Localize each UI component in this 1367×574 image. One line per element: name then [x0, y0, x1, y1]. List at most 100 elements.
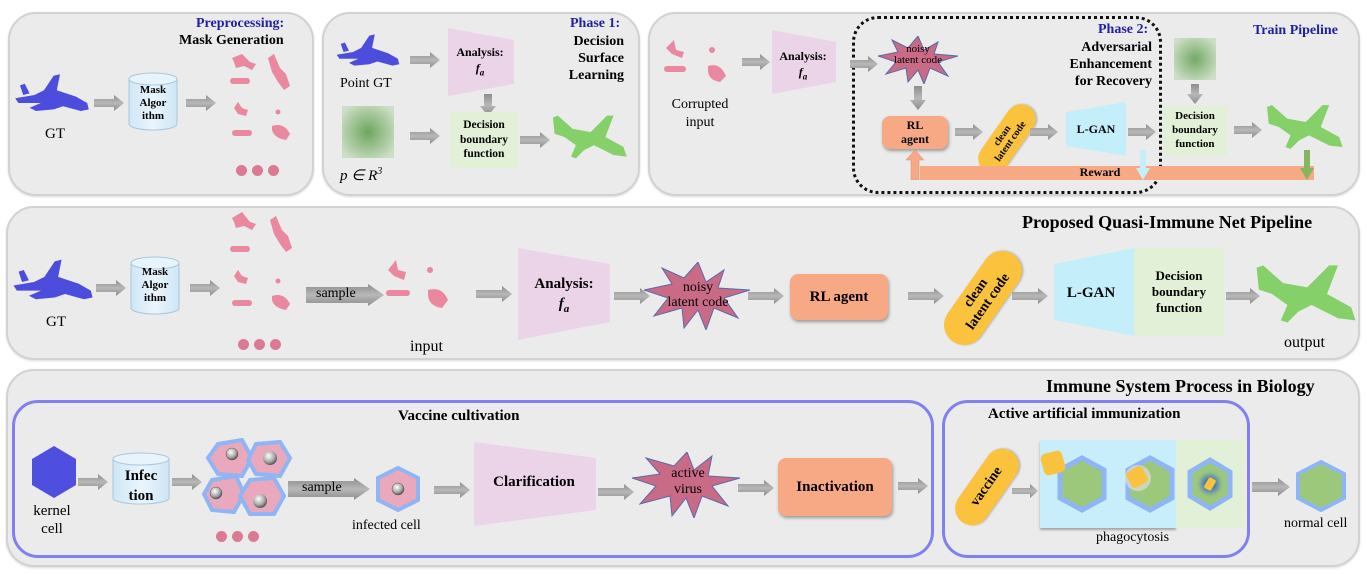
- analysis-fn: f: [558, 296, 564, 312]
- input-label: input: [410, 338, 443, 355]
- analysis-title: Analysis:: [779, 49, 827, 63]
- infected-cell-label: infected cell: [352, 518, 421, 533]
- arrow-right-icon: [748, 288, 784, 304]
- arrow-right-icon: [172, 474, 202, 490]
- gt-label: GT: [46, 314, 66, 330]
- point-gt-label: Point GT: [340, 76, 392, 91]
- vaccine-cultivation-title: Vaccine cultivation: [398, 408, 520, 424]
- arrow-right-icon: [78, 474, 108, 490]
- ellipsis-dots-icon: [236, 163, 279, 181]
- arrow-right-icon: [614, 288, 650, 304]
- analysis-title: Analysis:: [534, 276, 594, 292]
- active-immunization-frame: [942, 400, 1250, 558]
- arrow-right-icon: [955, 124, 983, 140]
- phase2-subtitle: Adversarial Enhancement for Recovery: [1060, 39, 1152, 90]
- noisy-line: noisy: [906, 43, 930, 55]
- clarification-trapezoid-shape: [474, 442, 596, 526]
- phagocytosis-label: phagocytosis: [1096, 530, 1170, 545]
- ellipsis-dots-icon: [216, 529, 259, 547]
- mask-generation-title: Mask Generation: [179, 33, 284, 48]
- phagocytosis-cells-icon: [1040, 450, 1233, 513]
- p-in-r3-label: p ∈ R3: [340, 166, 382, 185]
- mask-algorithm-line: Algor: [141, 279, 169, 292]
- arrow-down-icon: [1187, 84, 1203, 104]
- sample-label: sample: [302, 480, 342, 495]
- decision-line: function: [1155, 300, 1203, 316]
- kernel-cell-hexagon-icon: [32, 446, 76, 498]
- mask-algorithm-line: ithm: [142, 110, 164, 123]
- lgan-decoder-shape: [1066, 102, 1126, 156]
- arrow-right-icon: [1012, 288, 1048, 304]
- lgan-reward-arrow-down-icon: [1136, 150, 1150, 180]
- rl-agent-box: RL agent: [790, 274, 888, 320]
- infection-label: Infec tion: [112, 466, 170, 506]
- rl-line: RL: [906, 118, 924, 133]
- gt-label: GT: [45, 126, 65, 142]
- reconstructed-airplane-icon: [1262, 98, 1346, 156]
- gt-airplane-icon: [10, 256, 96, 308]
- analysis-function: fa: [772, 64, 834, 84]
- kernel-cell-label: kernel cell: [22, 502, 82, 538]
- point-gt-airplane-icon: [334, 30, 402, 74]
- arrow-right-icon: [434, 482, 470, 498]
- active-virus-line: virus: [674, 482, 702, 497]
- arrow-right-icon: [1234, 122, 1262, 138]
- noisy-latent-star-icon: [878, 36, 958, 84]
- decision-line: Decision: [463, 119, 505, 132]
- analysis-fn-sub: a: [802, 71, 808, 82]
- phase2-line: Enhancement: [1069, 57, 1152, 72]
- arrow-right-icon: [186, 95, 216, 111]
- analysis-label: Analysis: fa: [772, 48, 834, 84]
- phase1-subtitle-line: Decision: [573, 34, 624, 49]
- arrow-right-icon: [598, 484, 634, 500]
- analysis-label: Analysis: fa: [518, 274, 610, 319]
- arrow-right-icon: [1226, 288, 1260, 304]
- analysis-fn: f: [798, 65, 803, 79]
- point-cloud-cube-icon: [1174, 38, 1216, 80]
- mask-algorithm-line: Mask: [139, 84, 167, 96]
- arrow-right-icon: [476, 286, 512, 302]
- output-reward-arrow-down-icon: [1300, 150, 1314, 180]
- decision-line: boundary: [1172, 124, 1218, 137]
- arrow-right-icon: [898, 478, 928, 494]
- arrow-right-icon: [410, 52, 440, 68]
- output-label: output: [1284, 334, 1325, 351]
- sample-arrow-icon: [306, 284, 384, 306]
- mask-algorithm-label: Mask Algor ithm: [132, 266, 178, 306]
- analysis-encoder-shape: [772, 30, 836, 94]
- arrow-right-icon: [190, 280, 220, 296]
- biology-title: Immune System Process in Biology: [1046, 376, 1315, 396]
- inactivation-box: Inactivation: [778, 458, 892, 516]
- phase2-dotted-frame: [852, 16, 1162, 194]
- mask-algorithm-cylinder-icon: [128, 72, 178, 131]
- decision-line: function: [463, 148, 505, 161]
- corrupted-line: input: [685, 115, 715, 130]
- infection-line: tion: [128, 488, 154, 504]
- kernel-line: cell: [41, 521, 63, 537]
- analysis-fn-sub: a: [563, 303, 570, 315]
- output-airplane-icon: [1250, 256, 1360, 332]
- masked-fragments-icon: [230, 54, 290, 140]
- ellipsis-dots-icon: [238, 337, 281, 355]
- lgan-decoder-shape: [1054, 248, 1134, 336]
- reward-bar: [920, 166, 1314, 180]
- analysis-fn: f: [475, 61, 480, 75]
- phase2-line: Adversarial: [1081, 40, 1152, 55]
- noisy-latent-label: noisy latent code: [880, 44, 956, 66]
- arrow-right-icon: [742, 54, 770, 70]
- noisy-latent-star-icon: [644, 262, 751, 330]
- analysis-fn-sub: a: [479, 67, 485, 78]
- arrow-right-icon: [738, 480, 774, 496]
- rl-agent-label: RL agent: [809, 288, 869, 305]
- sample-arrow-icon: [288, 478, 370, 500]
- lgan-label: L-GAN: [1066, 285, 1116, 301]
- arrow-right-icon: [1030, 124, 1058, 140]
- noisy-line: noisy: [682, 280, 714, 295]
- normal-cell-label: normal cell: [1284, 516, 1348, 531]
- p-in-r-exponent: 3: [377, 166, 383, 177]
- rl-line: agent: [901, 131, 929, 146]
- mask-algorithm-line: Algor: [139, 97, 167, 110]
